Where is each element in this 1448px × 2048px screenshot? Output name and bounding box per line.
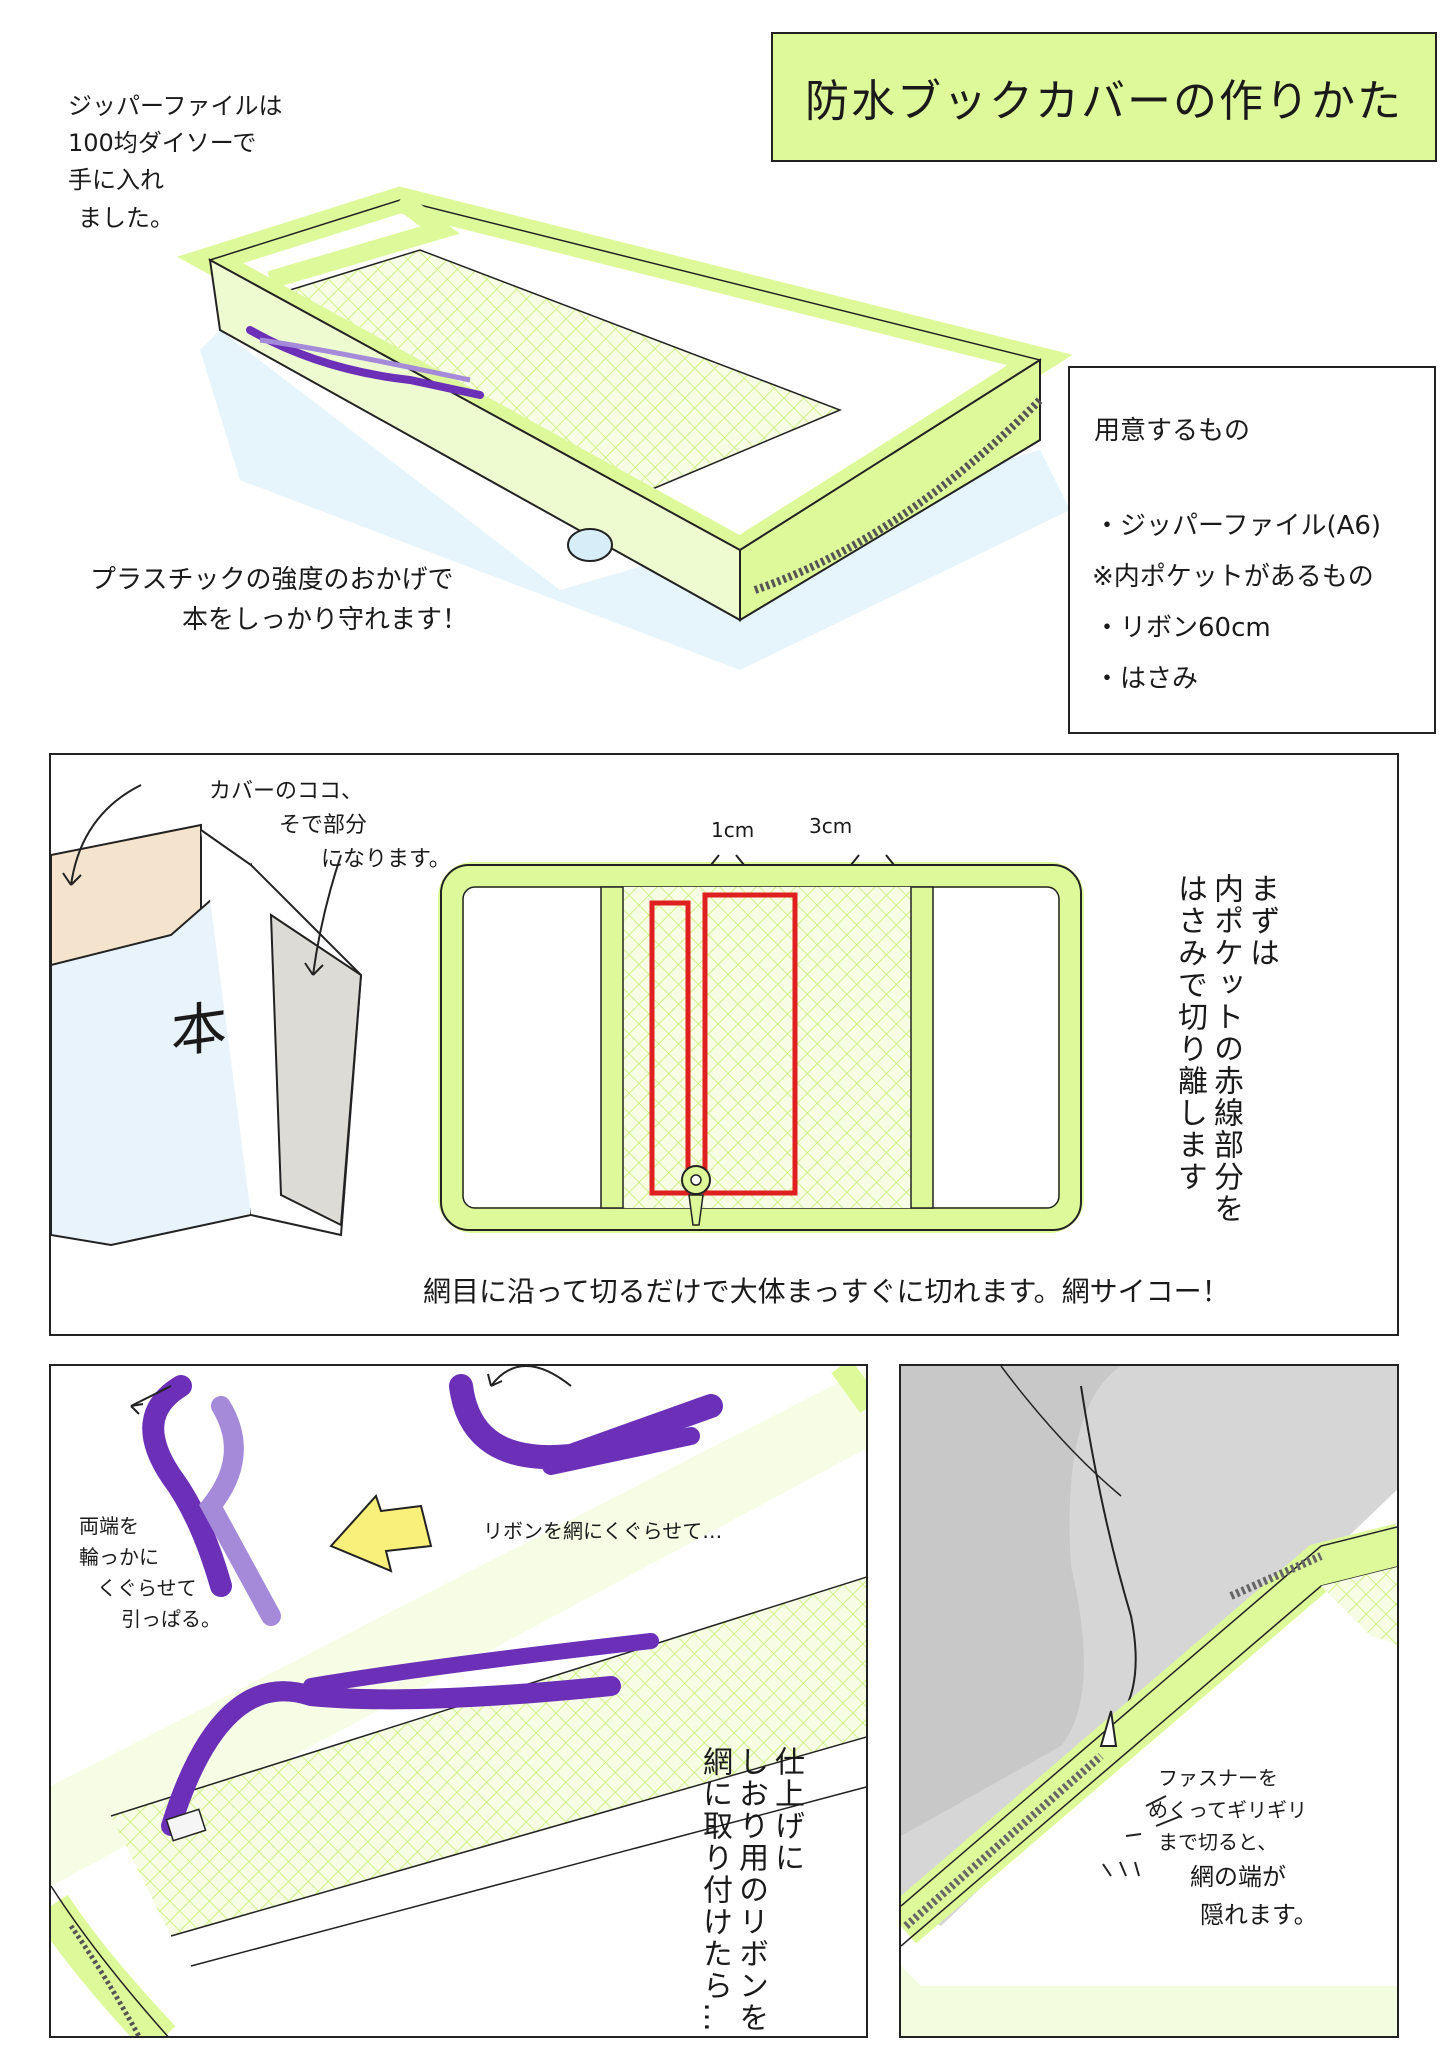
loop-note-line: 両端を bbox=[79, 1514, 139, 1538]
instruction-line: はさみで切り離します bbox=[1172, 873, 1207, 1193]
zipper-file-illustration bbox=[177, 186, 1073, 670]
cover-note-line: カバーのココ、 bbox=[209, 779, 364, 804]
cover-note: カバーのココ、 そで部分 になります。 bbox=[209, 775, 451, 877]
supplies-box: 用意するもの ・ジッパーファイル(A6) ※内ポケットがあるもの ・リボン60c… bbox=[1068, 366, 1436, 734]
zipper-cut-illustration bbox=[901, 1366, 1397, 2036]
top-note-line: 手に入れ bbox=[68, 166, 164, 195]
supplies-item: ※内ポケットがあるもの bbox=[1092, 562, 1374, 592]
zipper-note-line: まで切ると、 bbox=[1158, 1830, 1278, 1854]
cover-note-line: そで部分 bbox=[279, 813, 368, 839]
strength-note: プラスチックの強度のおかげで 本をしっかり守れます！ bbox=[90, 560, 468, 641]
loop-note-line: 輪っかに bbox=[79, 1545, 159, 1569]
supplies-item: ・ジッパーファイル(A6) bbox=[1094, 511, 1382, 541]
dimension-ticks bbox=[710, 854, 895, 866]
step2-finish: 仕上げに しおり用のリボンを 網に取り付けたら… bbox=[696, 1746, 804, 2036]
top-note-line: ジッパーファイルは bbox=[68, 92, 283, 120]
book-label: 本 bbox=[171, 994, 227, 1067]
zipper-note-line: ファスナーを bbox=[1158, 1766, 1278, 1790]
top-note-line: ました。 bbox=[78, 203, 174, 232]
thread-note: リボンを網にくぐらせて… bbox=[483, 1519, 723, 1543]
supplies-item: ・はさみ bbox=[1094, 664, 1199, 694]
supplies-heading: 用意するもの bbox=[1094, 416, 1251, 446]
zipper-note: ファスナーを めくってギリギリ まで切ると、 網の端が 隠れます。 bbox=[1148, 1762, 1318, 1935]
top-note: ジッパーファイルは 100均ダイソーで 手に入れ ました。 bbox=[68, 88, 283, 237]
supplies-item: ・リボン60cm bbox=[1094, 613, 1271, 643]
top-note-line: 100均ダイソーで bbox=[68, 129, 257, 158]
dimension-1cm: 1cm bbox=[711, 818, 755, 842]
step1-panel: 本 カバーのココ、 そで部分 になります。 1cm 3cm まずは 内ポケットの… bbox=[49, 753, 1399, 1336]
dimension-3cm: 3cm bbox=[809, 814, 853, 838]
loop-note-line: くぐらせて bbox=[97, 1576, 197, 1600]
cover-note-line: になります。 bbox=[321, 847, 451, 873]
strength-note-line: プラスチックの強度のおかげで bbox=[90, 565, 454, 595]
finish-line: しおり用のリボンを bbox=[733, 1746, 768, 2034]
page-title: 防水ブックカバーの作りかた bbox=[771, 32, 1437, 162]
zipper-note-line: めくってギリギリ bbox=[1148, 1798, 1307, 1822]
book-illustration bbox=[51, 784, 363, 1247]
open-file-illustration bbox=[438, 862, 1084, 1233]
finish-line: 仕上げに bbox=[769, 1746, 804, 1874]
instruction-line: まずは bbox=[1244, 873, 1279, 969]
ribbon-finish-illustration bbox=[51, 1366, 866, 2036]
step3-panel bbox=[899, 1364, 1399, 2038]
zipper-note-line: 網の端が bbox=[1190, 1863, 1286, 1891]
step1-caption: 網目に沿って切るだけで大体まっすぐに切れます。網サイコー！ bbox=[423, 1275, 1230, 1308]
strength-note-line: 本をしっかり守れます！ bbox=[182, 605, 469, 636]
loop-note: 両端を 輪っかに くぐらせて 引っぱる。 bbox=[79, 1511, 221, 1635]
zipper-note-line: 隠れます。 bbox=[1200, 1901, 1318, 1930]
finish-line: 網に取り付けたら… bbox=[697, 1746, 732, 2034]
step1-instruction: まずは 内ポケットの赤線部分を はさみで切り離します bbox=[1171, 873, 1279, 1293]
loop-note-line: 引っぱる。 bbox=[121, 1607, 221, 1631]
instruction-line: 内ポケットの赤線部分を bbox=[1208, 873, 1243, 1225]
step2-panel: 両端を 輪っかに くぐらせて 引っぱる。 リボンを網にくぐらせて… 仕上げに し… bbox=[49, 1364, 868, 2038]
